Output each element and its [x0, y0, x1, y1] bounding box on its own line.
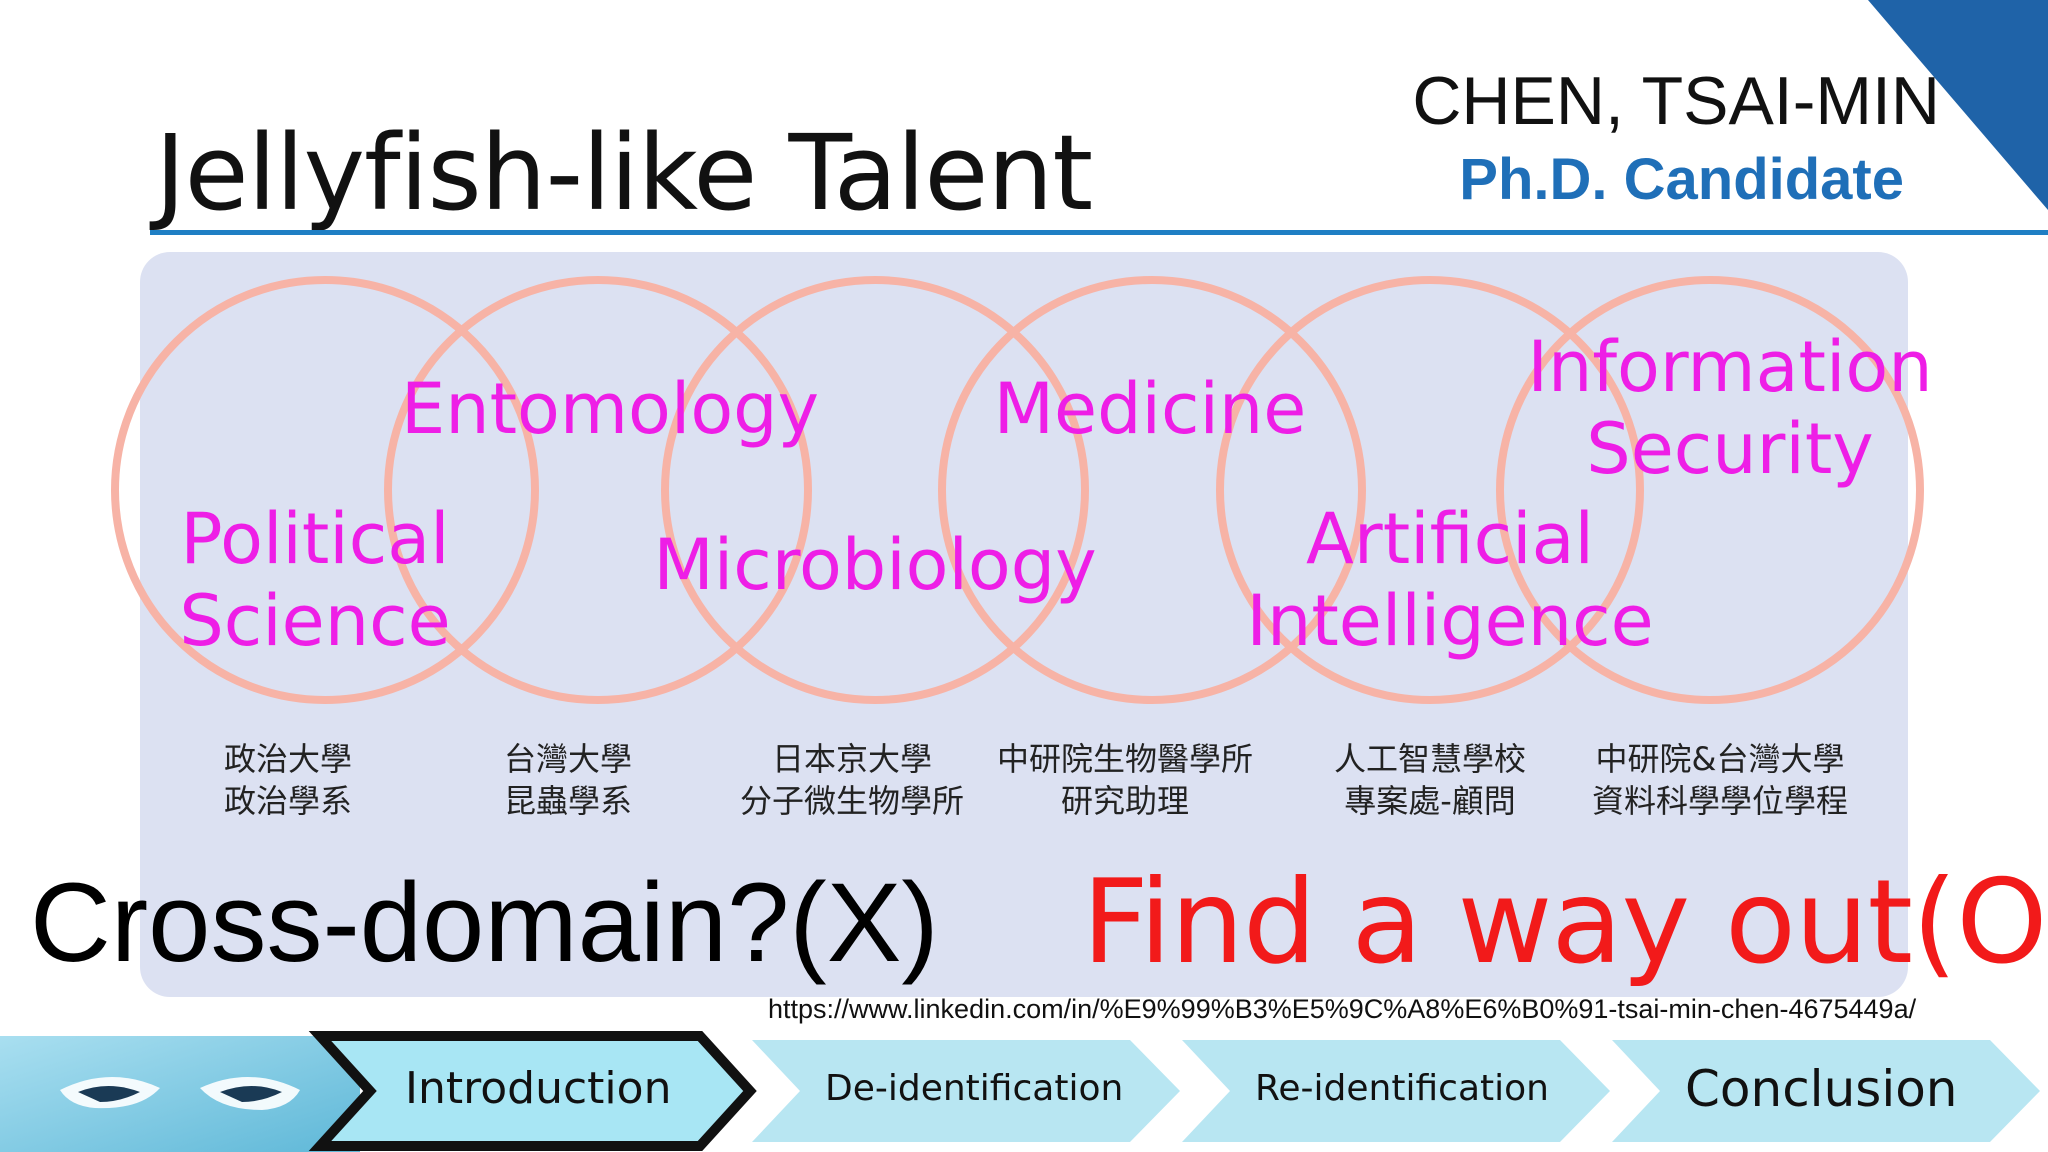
find-way-statement: Find a way out(O) [1082, 855, 2048, 990]
institution-entomology: 台灣大學 昆蟲學系 [503, 740, 632, 820]
mask-icon [0, 1036, 360, 1152]
nav-item-conclusion[interactable]: Conclusion [1685, 1060, 1958, 1118]
author-name: CHEN, TSAI-MIN [1412, 63, 1940, 139]
nav-chevron-reidentification [1182, 1040, 1610, 1142]
nav-chevron-introduction [308, 1031, 757, 1151]
institution-political-science: 政治大學 政治學系 [223, 740, 352, 820]
institution-microbiology: 日本京大學 分子微生物學所 [739, 740, 964, 820]
field-medicine: Medicine [993, 368, 1307, 450]
field-artificial-intelligence: Artificial Intelligence [1246, 498, 1654, 662]
section-navigation [0, 1031, 2040, 1152]
institution-medicine: 中研院生物醫學所 研究助理 [996, 740, 1253, 820]
nav-chevron-conclusion [1612, 1040, 2040, 1142]
field-microbiology: Microbiology [653, 524, 1097, 606]
nav-item-introduction[interactable]: Introduction [405, 1063, 672, 1114]
author-role: Ph.D. Candidate [1459, 147, 1904, 212]
field-entomology: Entomology [400, 368, 820, 450]
institution-info-security: 中研院&台灣大學 資料科學學位學程 [1591, 740, 1848, 820]
linkedin-url[interactable]: https://www.linkedin.com/in/%E9%99%B3%E5… [768, 994, 1917, 1024]
slide-title: Jellyfish-like Talent [155, 112, 1093, 234]
nav-chevron-deidentification [752, 1040, 1180, 1142]
field-information-security: Information Security [1527, 326, 1933, 490]
nav-item-reidentification[interactable]: Re-identification [1255, 1068, 1549, 1109]
nav-item-deidentification[interactable]: De-identification [825, 1068, 1124, 1109]
institution-ai: 人工智慧學校 專案處-顧問 [1333, 740, 1526, 820]
title-divider [150, 230, 2048, 235]
field-political-science: Political Science [179, 498, 451, 662]
cross-domain-statement: Cross-domain?(X) [30, 860, 939, 985]
